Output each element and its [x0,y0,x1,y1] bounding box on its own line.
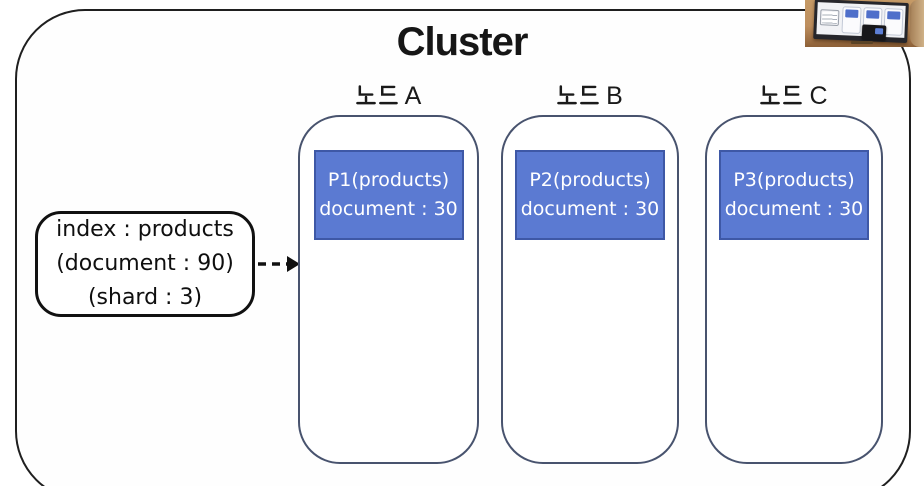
node-b-letter: B [606,81,623,110]
shard-p3-box: P3(products) document : 30 [719,150,869,240]
node-c-box: P3(products) document : 30 [705,115,883,464]
node-a-letter: A [404,81,422,110]
shard-p1-box: P1(products) document : 30 [313,150,464,240]
index-document-count-line: (document : 90) [56,251,234,277]
mini-shard-block [845,9,859,18]
mini-node-column [841,6,862,34]
index-name-line: index : products [56,217,234,243]
index-info-box: index : products (document : 90) (shard … [35,211,255,317]
hangul-node-icon [760,85,803,105]
dashed-arrow-icon [258,256,300,272]
hangul-node-icon [557,85,599,105]
presenter-arm [910,0,924,47]
cluster-title: Cluster [396,20,529,64]
monitor-stand [851,41,873,44]
shard-p2-documents: document : 30 [520,198,660,220]
phone-camera [861,24,887,41]
mini-shard-block [866,10,880,19]
webcam-thumbnail [805,0,924,47]
hangul-node-icon [355,85,398,105]
shard-p1-name: P1(products) [327,169,450,192]
mini-node-column [883,8,904,36]
index-shard-count-line: (shard : 3) [87,284,203,310]
node-a-label: A [298,81,479,111]
shard-p2-box: P2(products) document : 30 [515,150,665,240]
node-c-label: C [705,81,883,111]
mini-index-card [819,9,840,27]
shard-p3-name: P3(products) [733,169,855,192]
node-b-box: P2(products) document : 30 [501,115,679,464]
shard-p3-documents: document : 30 [724,198,864,220]
mini-shard-block [887,11,901,20]
node-b-label: B [501,81,679,111]
phone-screen-glint [874,28,884,35]
node-a-box: P1(products) document : 30 [298,115,479,464]
shard-p2-name: P2(products) [529,169,651,192]
node-c-letter: C [809,81,828,110]
shard-p1-documents: document : 30 [319,198,458,220]
